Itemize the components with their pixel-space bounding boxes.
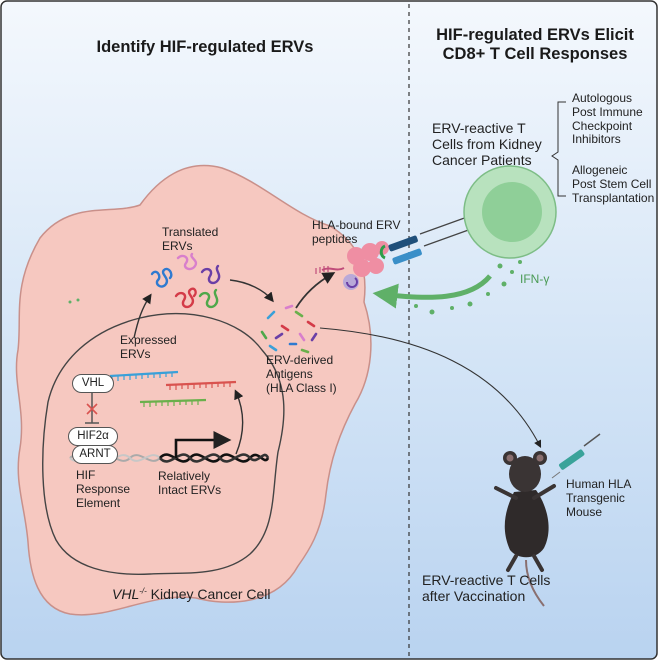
ifn-gamma-arrow	[372, 274, 492, 309]
hla-peptides-label: HLA-bound ERV peptides	[312, 218, 401, 246]
cell-label-superscript: -/-	[139, 586, 147, 596]
right-panel-title: HIF-regulated ERVs Elicit CD8+ T Cell Re…	[436, 26, 634, 63]
transcription-arrow	[174, 430, 232, 458]
vaccination-label: ERV-reactive T Cells after Vaccination	[422, 572, 551, 605]
hre-label: HIF Response Element	[76, 468, 131, 510]
arrow-mrna-to-protein	[133, 293, 152, 339]
cd8-t-cell	[463, 165, 557, 259]
arnt-box: ARNT	[72, 445, 118, 464]
arrow-antigen-to-hla	[295, 272, 336, 309]
tcell-source-label: ERV-reactive T Cells from Kidney Cancer …	[432, 120, 542, 169]
antigens-label: ERV-derived Antigens (HLA Class I)	[266, 353, 337, 395]
cell-label: VHL-/- Kidney Cancer Cell	[112, 586, 322, 602]
t-cell-receptor	[379, 215, 475, 265]
translated-erv-proteins	[150, 252, 221, 309]
translated-ervs-label: Translated ERVs	[162, 225, 219, 253]
erv-antigen-peptides	[260, 304, 318, 354]
hif2a-box: HIF2α	[68, 427, 118, 446]
syringe-icon	[551, 433, 601, 479]
mouse-label: Human HLA Transgenic Mouse	[566, 477, 632, 519]
intact-ervs-label: Relatively Intact ERVs	[158, 469, 222, 497]
expressed-erv-mrna	[109, 370, 237, 407]
ifn-gamma-label: IFN-γ	[520, 272, 550, 286]
expressed-ervs-label: Expressed ERVs	[120, 333, 177, 361]
cell-label-gene: VHL	[112, 586, 140, 602]
transgenic-mouse-icon	[494, 451, 556, 607]
vhl-box: VHL	[72, 374, 114, 393]
source-bracket	[551, 101, 566, 197]
autologous-label: Autologous Post Immune Checkpoint Inhibi…	[572, 91, 643, 147]
arrow-dna-to-mrna	[234, 389, 244, 455]
left-panel-title: Identify HIF-regulated ERVs	[96, 38, 314, 56]
inhibition-x-icon	[86, 403, 98, 415]
ifn-gamma-dots	[68, 260, 522, 315]
arrow-antigen-to-mouse	[319, 327, 542, 449]
cell-label-rest: Kidney Cancer Cell	[146, 586, 271, 602]
allogeneic-label: Allogeneic Post Stem Cell Transplantatio…	[572, 163, 655, 205]
arrow-protein-to-antigen	[229, 279, 274, 303]
